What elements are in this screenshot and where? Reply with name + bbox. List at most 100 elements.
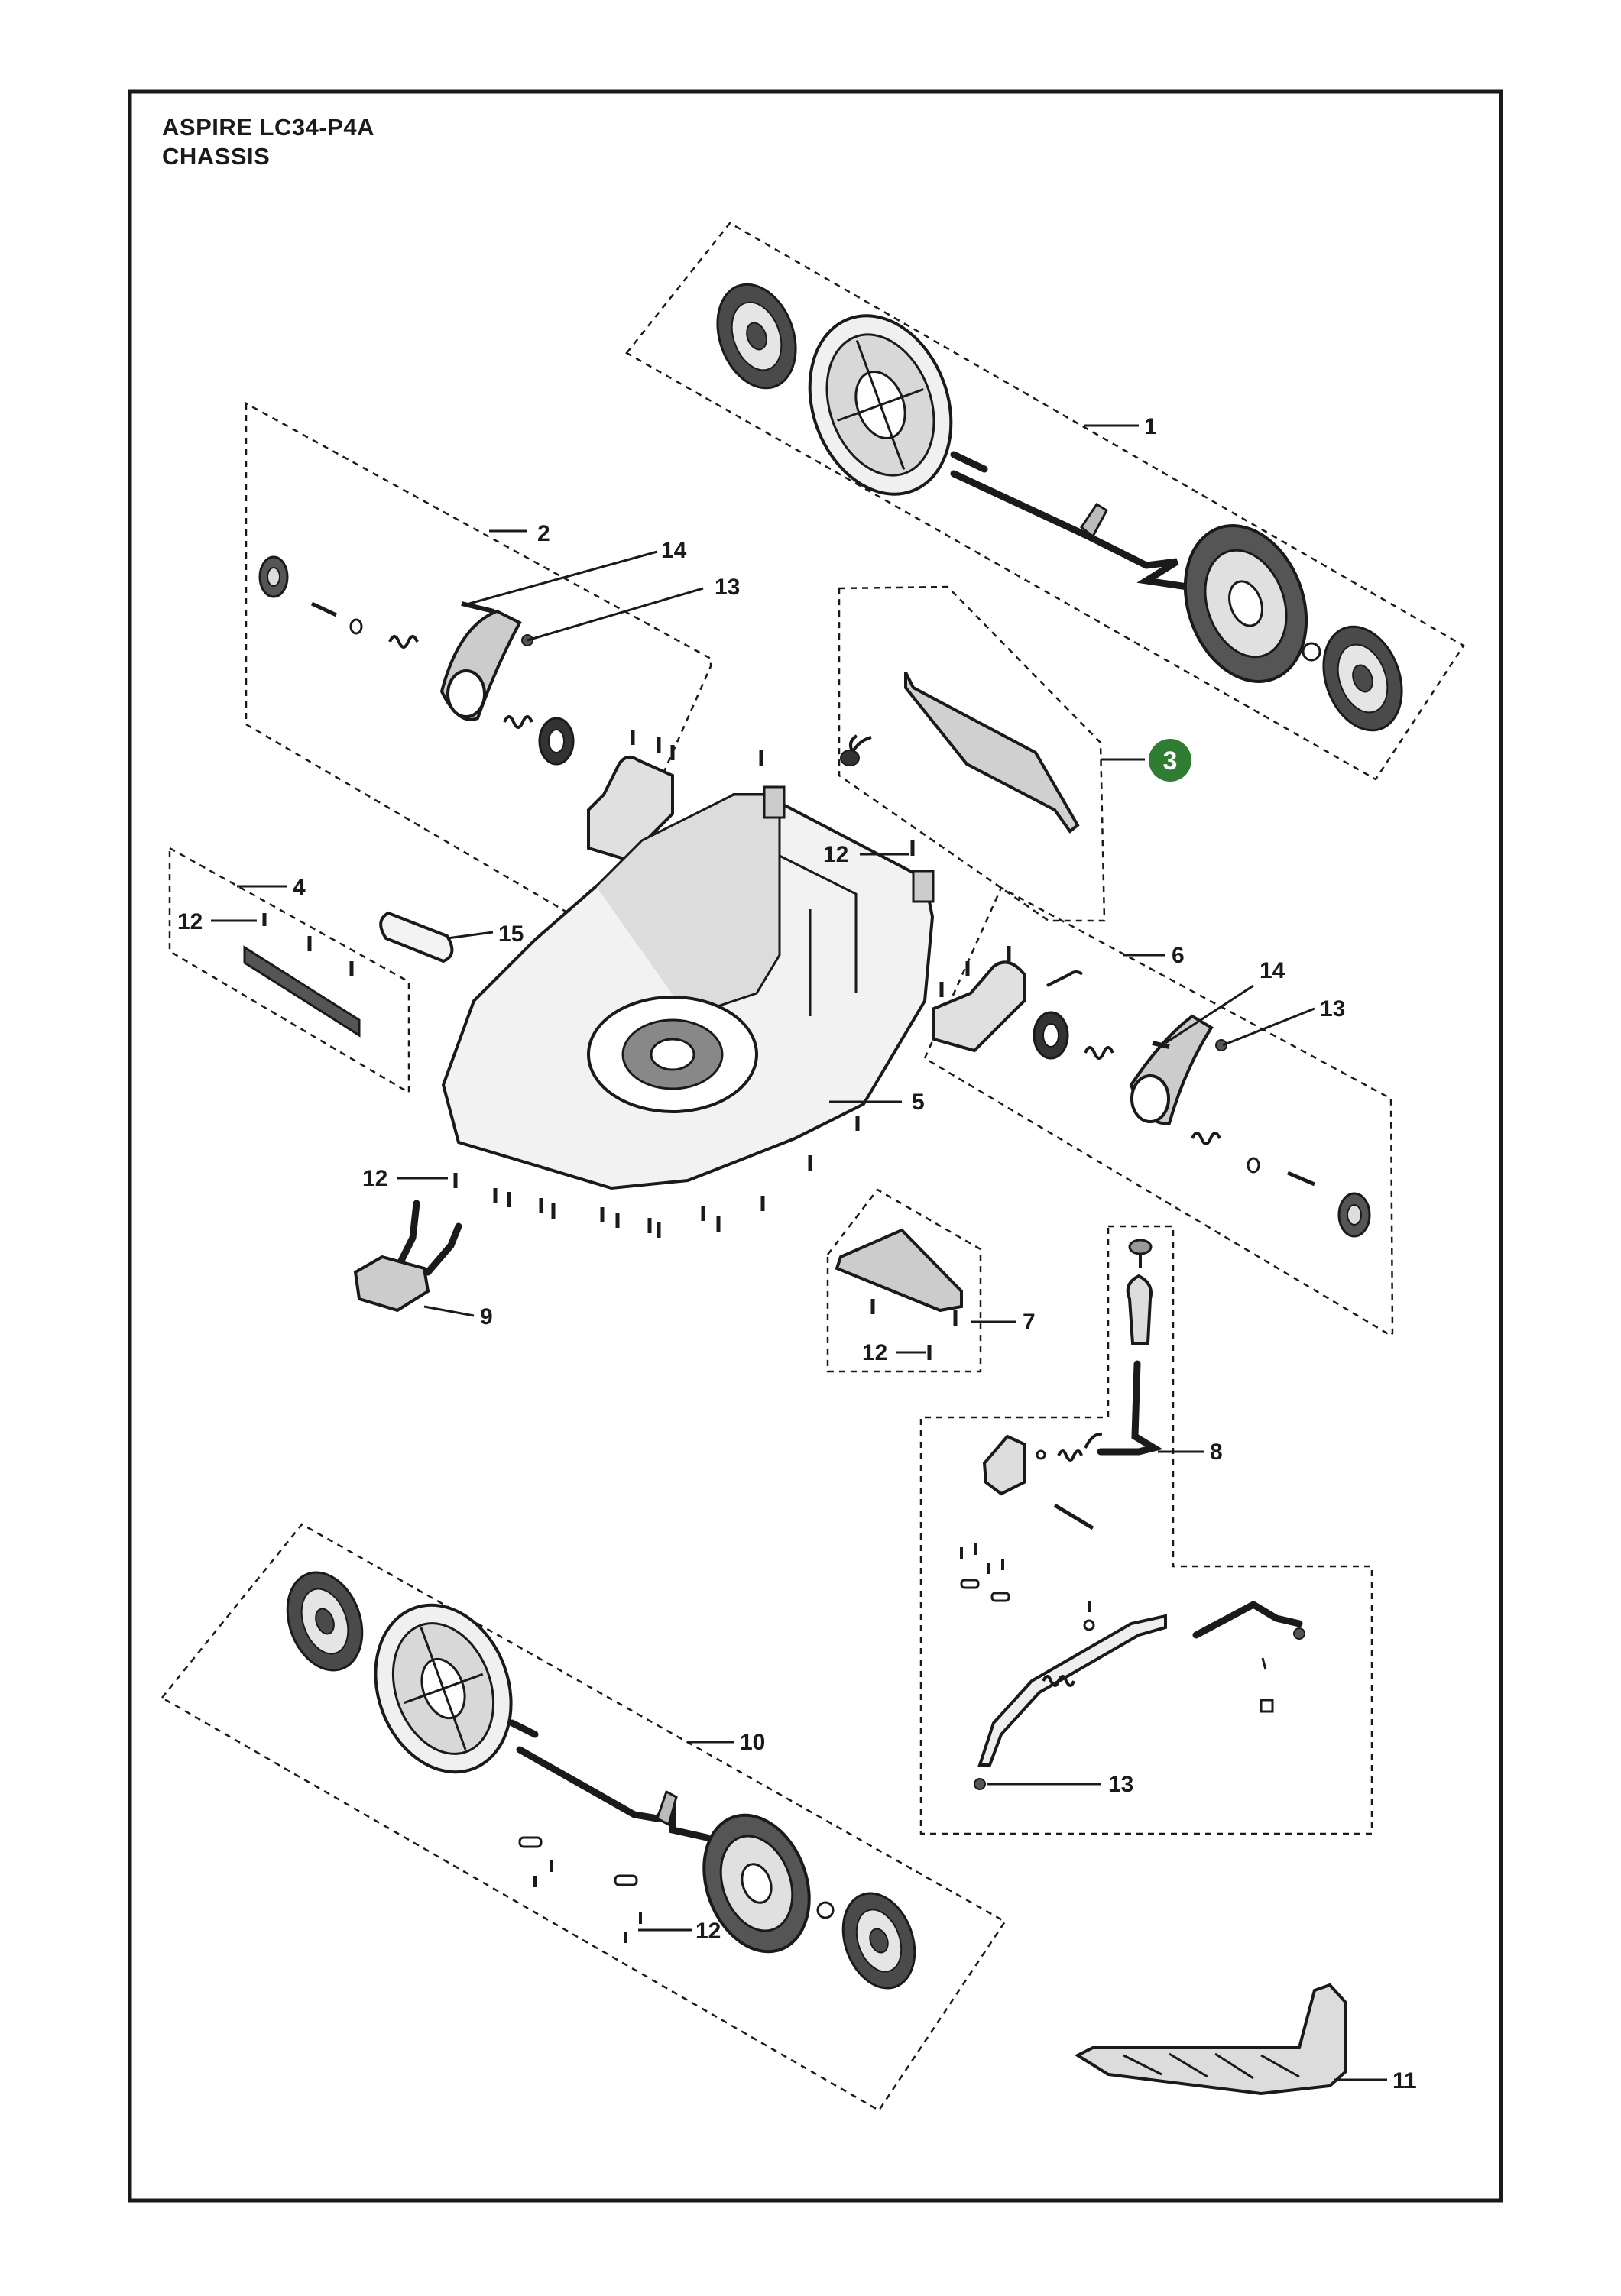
link-arm-icon [977,1614,1167,1767]
model-title: ASPIRE LC34-P4A [162,114,374,141]
callout-5: 5 [912,1090,925,1115]
callout-4: 4 [293,875,306,900]
deck-screws [453,1116,860,1238]
link-rod-icon [1192,1600,1303,1639]
roller-icon [379,911,454,963]
clip-icon [518,1836,543,1848]
clip-icon [990,1592,1010,1602]
callout-10: 10 [740,1730,765,1755]
height-bracket-icon [587,756,674,862]
callout-12: 12 [362,1166,387,1191]
front-wheel-icon [374,1603,513,1774]
clip-icon [960,1579,980,1589]
front-wheel-icon [702,1813,811,1954]
callout-9: 9 [480,1304,493,1329]
callout-13: 13 [715,575,740,600]
group-2-dashed-box [245,401,712,930]
front-axle-icon [508,1719,711,1841]
chute-plate-icon [835,1228,963,1313]
nut-icon [1215,1039,1227,1051]
callout-14: 14 [661,538,687,563]
group-10-front-wheel-kit [160,1523,1007,2112]
callout-12: 12 [177,909,203,934]
part-11-grass-guard [1074,1983,1387,2096]
spring-icon [1057,1432,1103,1462]
section-title: CHASSIS [162,143,271,170]
grass-guard-icon [1074,1983,1347,2096]
leader-line [468,550,658,605]
callout-labels: 1 2 4 5 6 7 8 9 10 11 12 12 12 12 12 13 … [177,414,1417,2094]
washer-icon [349,618,363,635]
highlighted-callout-3[interactable]: 3 [1149,739,1191,782]
group-2-height-adjuster-left [245,401,712,930]
screw-icon [1287,1171,1315,1187]
callout-13: 13 [1108,1772,1133,1797]
sheet-frame [128,89,1503,2203]
part-9-bracket [353,1200,475,1317]
group-3-dashed-box [838,585,1106,922]
motor-hub-icon [650,1038,695,1071]
highlight-badge[interactable] [1149,739,1191,782]
lever-pivot-icon [1130,1074,1170,1123]
leader-line [423,1305,475,1317]
nut-icon [1293,1627,1305,1640]
small-screws [533,1860,642,1943]
group-8-handle-assembly [919,1225,1373,1835]
callout-7: 7 [1023,1310,1036,1335]
bolt-icon [1260,1699,1274,1713]
hub-cap-icon [716,283,797,390]
lever-knob-icon [1126,1274,1153,1345]
deck-rib-icon [779,854,858,1016]
rear-wheel-icon [1183,524,1308,683]
bolt-icon [1152,1041,1170,1049]
callout-3: 3 [1163,746,1178,776]
spring-icon [1084,1046,1114,1060]
spring-icon [388,635,419,649]
flap-spring-coil-icon [840,750,860,766]
callout-6: 6 [1172,943,1185,968]
group-6-height-adjuster-right [923,886,1394,1337]
callout-12: 12 [862,1340,887,1365]
hub-cap-icon [841,1892,916,1990]
callout-14: 14 [1260,958,1285,983]
callout-11: 11 [1392,2068,1417,2094]
lever-pivot-icon [446,669,486,718]
lever-plate-icon [982,1434,1026,1496]
screw-icon [310,601,338,617]
group-7-side-chute [826,1188,1016,1373]
callout-8: 8 [1210,1439,1223,1465]
washer-icon [1302,642,1321,662]
axle-bracket-icon [1079,502,1108,539]
pin-icon [1053,1503,1094,1530]
rear-flap-icon [904,672,1080,834]
deck-tab-icon [912,870,935,903]
spring-icon [1191,1132,1221,1145]
wire-bracket-icon [394,1200,462,1276]
group-6-dashed-box [923,886,1394,1337]
spring-icon [503,715,533,729]
callout-2: 2 [537,521,550,546]
bracket-block-icon [353,1255,430,1313]
group-8-dashed-box [919,1225,1373,1835]
bumper-strip-icon [243,945,361,1038]
washer-icon [816,1901,835,1919]
pin-icon [1261,1657,1267,1670]
callout-12: 12 [695,1919,721,1944]
end-cap-icon [258,555,289,598]
leader-line [1165,984,1254,1044]
clip-icon [614,1874,638,1886]
leader-line [527,587,704,642]
part-5-mower-deck [397,750,935,1238]
hub-cap-icon [286,1571,364,1672]
cable-clip-icon [1046,970,1084,987]
washer-icon [1247,1157,1260,1174]
hub-cap-icon [1322,625,1403,732]
spring-icon [1042,1675,1075,1687]
height-bracket-icon [932,960,1026,1053]
deck-tab-icon [763,785,786,819]
rear-axle-icon [950,451,1227,596]
axle-bracket-icon [656,1789,678,1827]
part-15-roller [379,911,494,963]
